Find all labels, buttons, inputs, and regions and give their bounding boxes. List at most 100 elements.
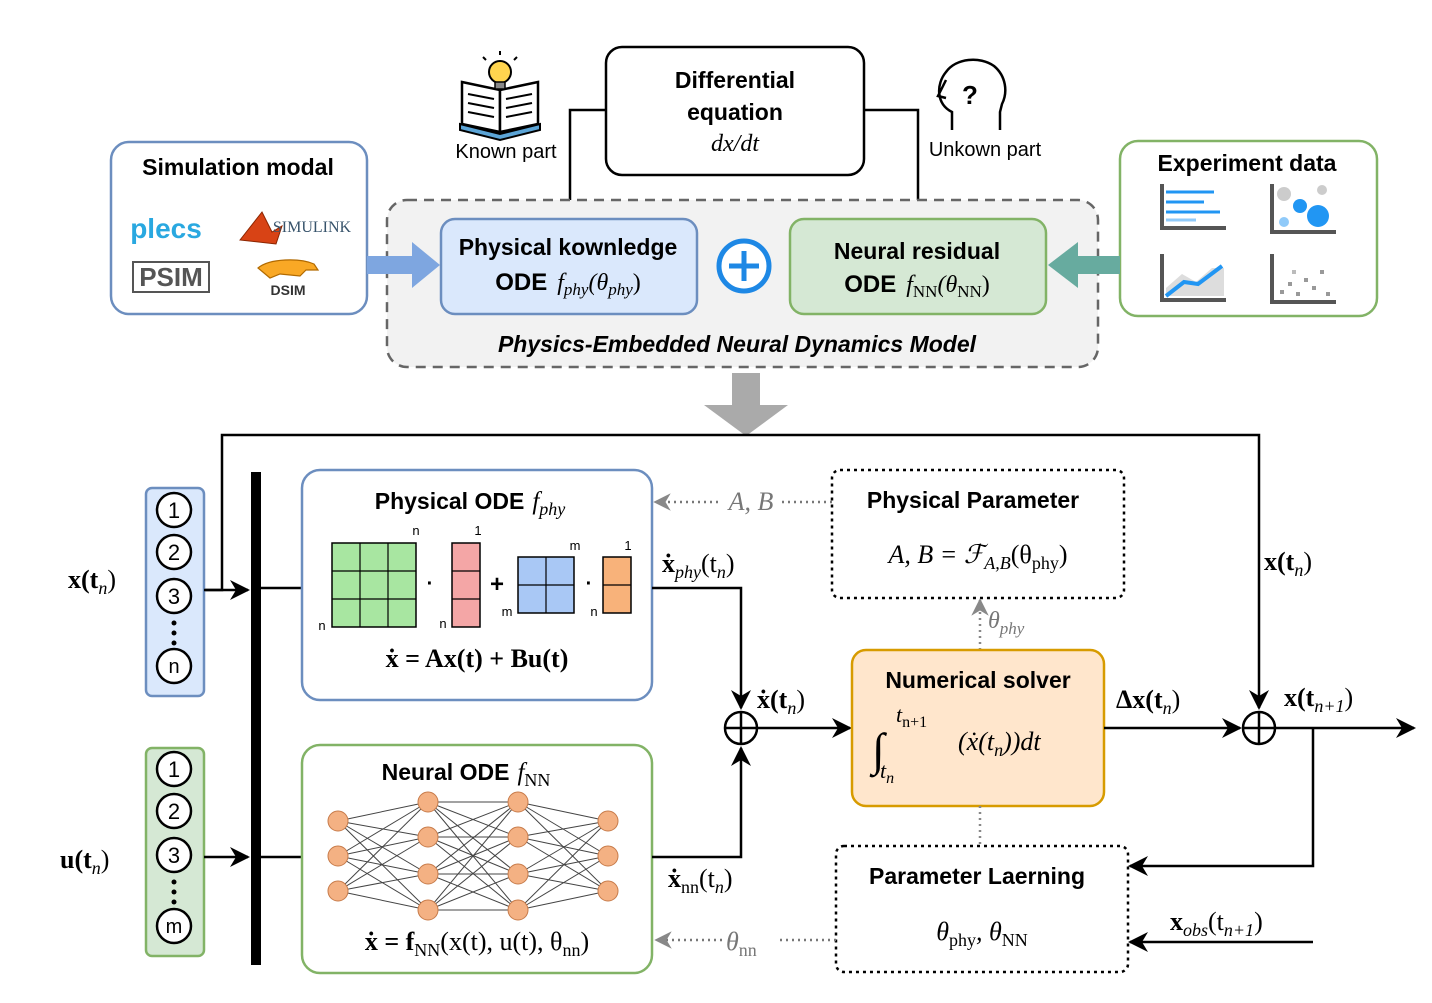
svg-text:?: ? [962,80,978,110]
vector-x-left-dim: n [439,616,446,631]
svg-text:·: · [586,573,593,595]
diff-eq-formula: dx/dt [711,131,760,157]
plecs-logo: plecs [130,213,202,244]
input-bus-bar [251,472,261,965]
physical-parameter-formula: A, B = ℱA,B(θphy) [886,540,1067,573]
ab-label: A, B [727,487,774,516]
nn-edge [517,801,609,822]
nn-node [597,880,619,902]
head-question-icon: ? [936,58,1007,130]
nn-edge [337,873,429,892]
delta-x-label: Δx(tn) [1116,685,1180,718]
cheetah-icon [257,259,320,279]
integral-upper: tn+1 [896,702,927,731]
phys-box-line1: Physical kownledge [459,234,678,260]
x-state-2: 2 [168,540,180,565]
simulation-modal-box: Simulation modal plecs SIMULINK PSIM DSI… [109,140,369,316]
sum-junction-1 [723,710,759,746]
nn-edge [337,890,429,911]
nn-edge [337,855,429,875]
matrix-a-left-dim: n [318,618,325,633]
experiment-data-box: Experiment data [1118,139,1379,318]
unknown-part-label: Unkown part [929,139,1042,161]
nn-edge [517,855,609,911]
solver-title: Numerical solver [885,667,1070,693]
known-part-label: Known part [455,141,557,163]
nn-node [417,863,439,885]
line-chart-icon [1160,254,1226,302]
physical-parameter-title: Physical Parameter [867,487,1079,513]
numerical-solver-box: Numerical solver ∫ tn+1 tn (ẋ(tn))dt [850,648,1106,808]
bar-chart-icon [1160,184,1226,230]
nn-edge [337,801,429,822]
nn-node [417,826,439,848]
nn-box-line1: Neural residual [834,238,1000,264]
differential-equation-box: Differential equation dx/dt [604,45,866,177]
vector-x-top-dim: 1 [474,523,481,538]
arrow-physical-to-sum [652,586,751,710]
integral-lower: tn [880,758,894,787]
nn-node [597,810,619,832]
matrix-a [331,542,417,628]
u-state-2: 2 [168,799,180,824]
x-next-label: x(tn+1) [1284,683,1353,716]
nn-edge [517,890,609,911]
exp-to-model-arrow [1048,242,1120,288]
nn-edge [337,801,429,892]
nn-edge [427,801,519,875]
simulation-title: Simulation modal [142,154,334,180]
nn-node [327,810,349,832]
nn-edge [517,820,609,838]
vector-u-left-dim: n [590,604,597,619]
nn-node [327,845,349,867]
nn-node [507,826,529,848]
theta-nn-label: θnn [726,927,757,960]
parameter-learning-formula: θphy, θNN [936,917,1028,950]
nn-node [327,880,349,902]
nn-edge [427,836,519,911]
xdot-nn-label: ẋnn(tn) [668,864,733,897]
u-input-label: u(tn) [60,845,109,878]
nn-edge [427,801,519,838]
x-state-3: 3 [168,584,180,609]
integral-sign: ∫ [869,724,887,778]
x-state-n: n [168,656,179,678]
nn-edge [517,836,609,857]
psim-logo: PSIM [139,262,203,292]
nn-node [417,791,439,813]
neural-ode-equation: ẋ = fNN(x(t), u(t), θnn) [365,927,589,960]
diff-eq-line2: equation [687,99,783,125]
nn-edge [517,836,609,892]
nn-edge [427,801,519,911]
physical-parameter-box: Physical Parameter A, B = ℱA,B(θphy) [830,468,1126,600]
vector-u-top-dim: 1 [624,538,631,553]
nn-node [507,899,529,921]
svg-text:+: + [490,571,504,598]
xdot-label: ẋ(tn) [757,685,805,718]
vector-x [451,542,481,628]
down-arrow-gray [704,373,788,436]
simulink-icon [239,211,283,245]
matrix-b-left-dim: m [502,604,513,619]
matrix-a-top-dim: n [412,523,419,538]
arrow-output-to-learning [1128,728,1315,876]
experiment-title: Experiment data [1158,150,1337,176]
xdot-phy-label: ẋphy(tn) [662,549,735,582]
matrix-b [517,556,575,614]
nn-edge [517,820,609,875]
nn-edge [337,836,429,892]
vector-u [602,556,632,614]
simulink-logo: SIMULINK [273,219,352,236]
x-tn-right-label: x(tn) [1264,547,1312,580]
arrow-diffeq-to-neural [864,108,928,220]
x-state-1: 1 [168,498,180,523]
matrix-b-top-dim: m [570,538,581,553]
model-title: Physics-Embedded Neural Dynamics Model [498,331,977,357]
u-state-column: 1 2 3 m [144,746,206,958]
